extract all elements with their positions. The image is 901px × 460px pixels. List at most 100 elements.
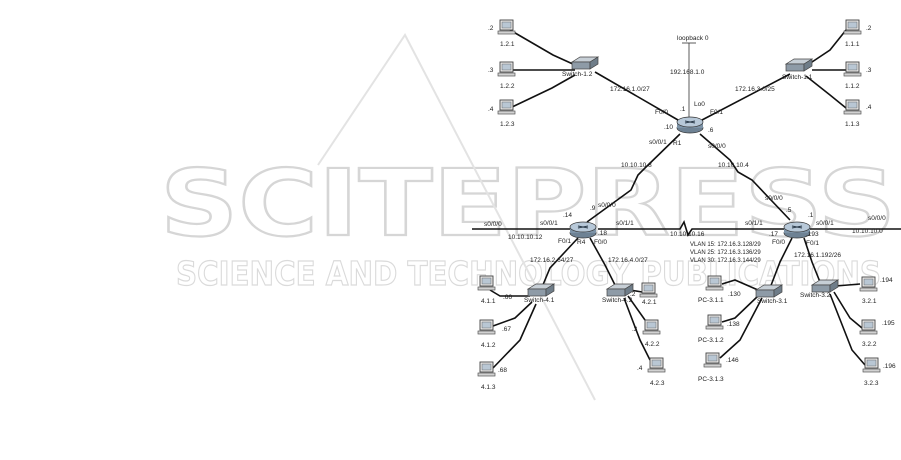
net-r4-switch-4-2: 172.16.4.0/27 [608,257,648,264]
net-r1-switch-1-1: 172.16.3.0/25 [735,86,775,93]
pc-1-2-2[interactable] [497,61,516,77]
pc-3-2-1-addr: .194 [880,277,893,284]
pc-1-2-1[interactable] [497,19,516,35]
r4-dot9: .9 [590,205,596,212]
switch-1-2-label: Switch-1.2 [562,71,593,78]
pc-1-1-2-addr: .3 [866,67,872,74]
pc-3-1-3[interactable] [703,352,722,368]
pc-1-1-2[interactable] [843,61,862,77]
pc-3-2-2[interactable] [859,319,878,335]
pc-1-2-3[interactable] [497,99,516,115]
pc-4-1-2-label: 4.1.2 [481,342,496,349]
pc-3-1-2-label: PC-3.1.2 [698,337,724,344]
pc-4-2-3[interactable] [647,357,666,373]
pc-1-1-3[interactable] [843,99,862,115]
links [472,29,901,369]
pc-3-1-1[interactable] [705,275,724,291]
r3-dot193: .193 [806,231,819,238]
pc-4-1-1-label: 4.1.1 [481,298,496,305]
pc-3-2-3-label: 3.2.3 [864,380,879,387]
router-r4-label: R4 [577,239,586,246]
pc-4-2-3-label: 4.2.3 [650,380,665,387]
loopback-network: 192.168.1.0 [670,69,705,76]
pc-4-1-3[interactable] [477,361,496,377]
network-labels: loopback 0 192.168.1.0 Lo0 172.16.1.0/27… [484,35,886,264]
pc-4-2-3-addr: .4 [637,365,643,372]
pc-3-1-1-addr: .130 [728,291,741,298]
pc-4-2-1-addr: .2 [630,291,636,298]
pc-3-2-2-label: 3.2.2 [862,341,877,348]
pc-4-2-1-label: 4.2.1 [642,299,657,306]
r4-s011: s0/1/1 [616,220,634,227]
watermark: SCITEPRESS SCIENCE AND TECHNOLOGY PUBLIC… [159,33,897,401]
r3-f00: F0/0 [772,239,785,246]
pc-4-2-2[interactable] [642,319,661,335]
r3-f01: F0/1 [806,240,819,247]
pc-3-1-3-label: PC-3.1.3 [698,376,724,383]
pc-1-1-3-label: 1.1.3 [845,121,860,128]
pc-3-2-3[interactable] [862,357,881,373]
pc-1-2-2-label: 1.2.2 [500,83,515,90]
pc-4-1-1-addr: .66 [503,294,512,301]
router-r1[interactable] [676,116,704,134]
r1-s001: s0/0/1 [649,139,667,146]
pc-4-1-2-addr: .67 [502,326,511,333]
pc-3-2-2-addr: .195 [882,320,895,327]
vlan-15-label: VLAN 15: 172.16.3.128/29 [690,242,761,248]
pc-4-2-1[interactable] [639,282,658,298]
r1-dot1: .1 [680,106,686,113]
router-r4[interactable] [569,221,597,239]
pc-4-2-2-addr: .3 [632,326,638,333]
switch-3-1-label: Switch-3.1 [757,298,788,305]
pc-1-2-1-label: 1.2.1 [500,41,515,48]
switch-1-1-label: Switch-1.1 [782,74,813,81]
switch-3-2-label: Switch-3.2 [800,292,831,299]
pc-3-1-3-addr: .146 [726,357,739,364]
r3-s000: s0/0/0 [765,195,783,202]
switch-1-1[interactable] [785,58,813,72]
pc-1-2-2-addr: .3 [488,67,494,74]
switch-4-1-label: Switch-4.1 [524,297,555,304]
r4-f01: F0/1 [558,238,571,245]
switch-4-2-label: Switch-4.2 [602,297,633,304]
r4-dot14: .14 [563,212,572,219]
pc-3-1-1-label: PC-3.1.1 [698,297,724,304]
pc-4-1-3-addr: .68 [498,367,507,374]
pc-1-2-1-addr: .2 [488,25,494,32]
net-r4-switch-4-1: 172.16.2.64/27 [530,257,574,264]
r3-s011: s0/1/1 [745,220,763,227]
net-r4-r3: 10.10.10.16 [670,231,705,238]
pc-1-1-1-label: 1.1.1 [845,41,860,48]
net-right: 10.10.10.0 [852,228,883,235]
right-s000: s0/0/0 [868,215,886,222]
left-s000: s0/0/0 [484,221,502,228]
r4-s001: s0/0/1 [540,220,558,227]
pc-3-2-3-addr: .196 [883,363,896,370]
pc-3-1-2[interactable] [705,314,724,330]
net-r1-r3: 10.10.10.4 [718,162,749,169]
pc-4-2-2-label: 4.2.2 [645,341,660,348]
pc-1-1-1-addr: .2 [866,25,872,32]
r4-s000-top: s0/0/0 [598,202,616,209]
pc-1-1-3-addr: .4 [866,104,872,111]
loopback-label: loopback 0 [677,35,709,42]
lo0-label: Lo0 [694,101,705,108]
r4-dot18: .18 [598,230,607,237]
r3-dot17: .17 [769,231,778,238]
pc-1-1-2-label: 1.1.2 [845,83,860,90]
r3-s001: s0/0/1 [816,220,834,227]
router-r1-label: R1 [673,140,682,147]
pc-4-1-1[interactable] [477,275,496,291]
pc-1-1-1[interactable] [843,19,862,35]
net-left: 10.10.10.12 [508,234,543,241]
r3-dot5: .5 [786,207,792,214]
net-r3-switch-3-2: 172.16.1.192/26 [794,252,841,259]
pc-3-2-1[interactable] [859,276,878,292]
pc-4-1-2[interactable] [477,319,496,335]
vlan-25-label: VLAN 25: 172.16.3.136/29 [690,250,761,256]
r1-dot6: .6 [708,127,714,134]
net-r1-r4: 10.10.10.8 [621,162,652,169]
pc-1-2-3-addr: .4 [488,106,494,113]
switch-1-2[interactable] [571,56,599,70]
